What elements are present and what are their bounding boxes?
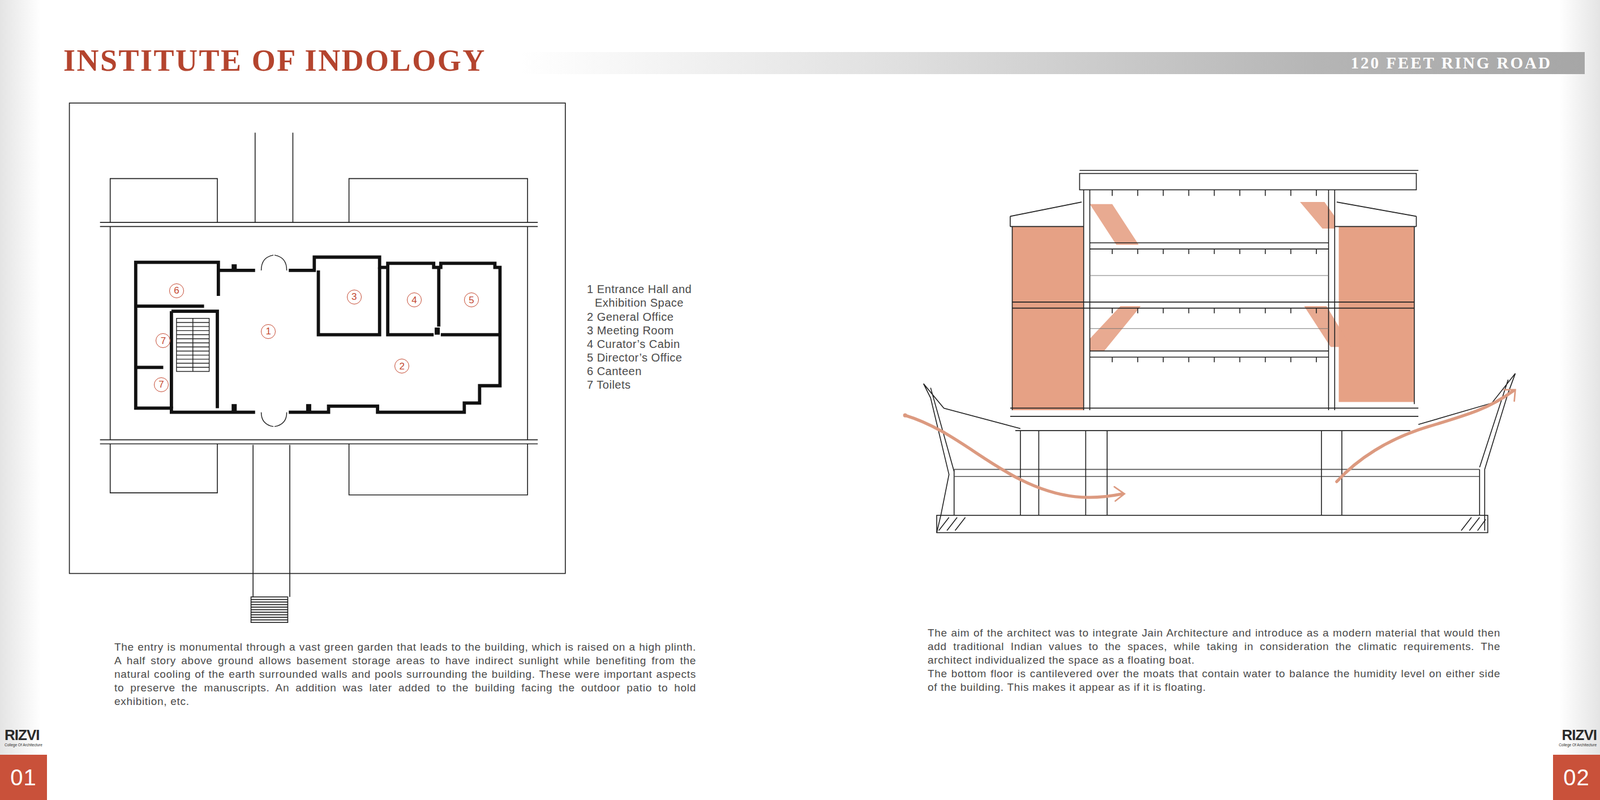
airflow-arrow [1336, 391, 1514, 483]
beam-ticks [1112, 189, 1317, 363]
pool [110, 444, 528, 496]
basement-column [1020, 430, 1342, 516]
node-text: 1 [265, 326, 271, 337]
node-text: 2 [399, 361, 405, 372]
page-shade [0, 0, 41, 800]
room-key: 2 General Office [586, 310, 674, 324]
node-text: 3 [351, 292, 357, 302]
plan-details [176, 255, 287, 427]
entry-path [252, 444, 290, 598]
node-text: 6 [173, 285, 179, 296]
airflow-arrow [904, 415, 1123, 498]
logo-text: RIZVI [4, 727, 40, 743]
light-wedge [1090, 202, 1352, 351]
pool [110, 178, 528, 223]
room-key: 6 Canteen [586, 364, 642, 379]
window-line [1090, 275, 1329, 329]
plan-columns [231, 264, 440, 412]
room-key: 1 Entrance Hall and Exhibition Space [586, 282, 715, 310]
room-key: 5 Director’s Office [586, 350, 682, 365]
room-key: 4 Curator’s Cabin [586, 337, 681, 351]
column [306, 404, 312, 412]
entry-steps [251, 597, 289, 623]
logo-subtext: College Of Architecture [1558, 743, 1597, 748]
interior-wall [387, 267, 500, 336]
description-text: The bottom floor is cantilevered over th… [927, 667, 1501, 695]
floor-slab [1010, 242, 1419, 417]
water-line [954, 469, 1481, 478]
arrow-head [1114, 486, 1125, 501]
callout-number: 4 [406, 292, 422, 308]
description-text: The aim of the architect was to integrat… [927, 626, 1501, 668]
site-boundary [69, 103, 566, 574]
callout-number: 7 [155, 333, 171, 349]
roof-slab [1079, 173, 1417, 191]
node-text: 02 [1563, 766, 1590, 789]
roof-line [1079, 169, 1419, 171]
node-text: 7 [160, 336, 166, 346]
callout-number: 2 [394, 358, 410, 374]
airflow-dot [903, 413, 908, 418]
floor-plan [69, 103, 566, 623]
interior-wall [135, 306, 218, 409]
basement-slab [936, 515, 1488, 534]
section-lines [923, 170, 1516, 533]
node-text: 120 FEET RING ROAD [1350, 53, 1552, 73]
staircase [176, 318, 210, 372]
retaining-wall [954, 469, 1481, 516]
description-text: The entry is monumental through a vast g… [114, 640, 697, 709]
interior-wall [318, 267, 380, 336]
logo-subtext: College Of Architecture [4, 743, 43, 748]
header-band: 120 FEET RING ROAD [520, 52, 1585, 75]
node-text: 01 [10, 766, 37, 789]
page-shade [1559, 0, 1600, 800]
callout-number: 3 [346, 289, 362, 305]
plinth-rail [100, 222, 538, 444]
orange-fill [1012, 226, 1415, 411]
node-text: 7 [158, 379, 164, 390]
building-walls [135, 257, 501, 413]
outer-wall [135, 257, 501, 413]
column [231, 404, 237, 412]
hatching [938, 517, 1486, 531]
room-key: 3 Meeting Room [586, 323, 675, 338]
stair-treads [176, 318, 210, 372]
page-title: INSTITUTE OF INDOLOGY [63, 45, 487, 76]
node-text: 4 [411, 295, 417, 306]
callout-number: 1 [260, 324, 276, 340]
boat-hull [923, 383, 1021, 533]
plinth-slab [1015, 430, 1411, 432]
callout-number: 7 [153, 377, 169, 393]
wing-roof [1010, 202, 1417, 227]
node-text: 5 [468, 295, 474, 306]
door-swing [261, 255, 287, 427]
callout-number: 5 [464, 292, 479, 308]
column [231, 264, 237, 272]
logo-text: RIZVI [1562, 727, 1597, 743]
core-column [1083, 189, 1336, 411]
boat-hull [1418, 373, 1516, 531]
wing-wall [1012, 226, 1415, 411]
column [434, 327, 440, 336]
step-lines [251, 599, 289, 621]
page-number: 01 [0, 755, 47, 800]
entry-path [255, 132, 294, 223]
plinth-edge [110, 226, 528, 440]
arrow-head [1504, 389, 1516, 402]
callout-number: 6 [169, 283, 184, 299]
room-key: 7 Toilets [586, 378, 632, 392]
section-drawing [903, 170, 1516, 533]
page-number: 02 [1553, 755, 1600, 800]
air-flow [904, 389, 1516, 502]
